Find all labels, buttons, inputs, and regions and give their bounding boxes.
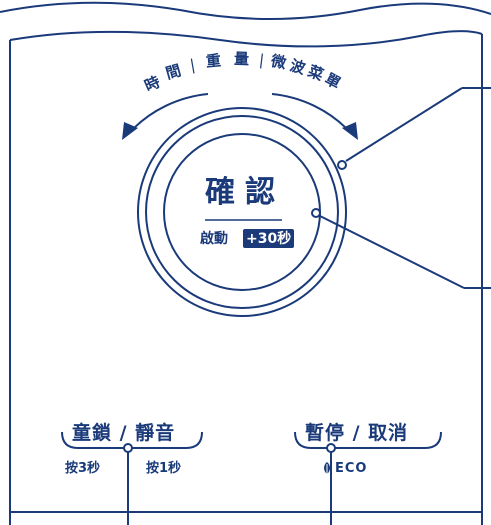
callout-dot-pause-cancel — [326, 443, 336, 453]
panel-top-wave-inner — [9, 30, 483, 48]
callout-dot-lock-mute — [123, 443, 133, 453]
confirm-button-ring[interactable] — [163, 133, 321, 291]
callout-dot-dial — [337, 160, 347, 170]
leaf-icon — [324, 462, 330, 474]
start-label: 啟動 — [200, 231, 228, 247]
callout-line-confirm — [319, 215, 465, 289]
lock-hint: 按3秒 — [65, 461, 101, 476]
arc-word-weight-2: 量 — [233, 49, 250, 69]
callout-dot-confirm — [311, 208, 321, 218]
dial-arc-left — [129, 93, 209, 133]
pause-cancel-button-label[interactable]: 暫停 / 取消 — [305, 422, 409, 444]
pause-cancel-button-bracket[interactable] — [294, 431, 442, 449]
dial-outer-ring-2 — [145, 115, 339, 309]
confirm-button-label[interactable]: 確認 — [205, 175, 285, 210]
dial-outer-ring-1[interactable] — [137, 107, 347, 317]
eco-label: ECO — [335, 461, 368, 476]
panel-top-wave-outer — [0, 1, 491, 20]
dial-arc-right — [271, 93, 351, 133]
callout-line-dial — [345, 87, 463, 162]
mute-hint: 按1秒 — [146, 461, 182, 476]
plus-30-seconds-badge: +30秒 — [243, 229, 295, 248]
dial-arc-right-arrowhead — [342, 122, 358, 140]
lock-mute-button-label[interactable]: 童鎖 / 靜音 — [72, 422, 176, 444]
dial-arc-left-arrowhead — [122, 122, 138, 140]
arc-word-menu-1: 微 — [269, 51, 288, 73]
arc-word-weight-1: 重 — [205, 51, 222, 71]
